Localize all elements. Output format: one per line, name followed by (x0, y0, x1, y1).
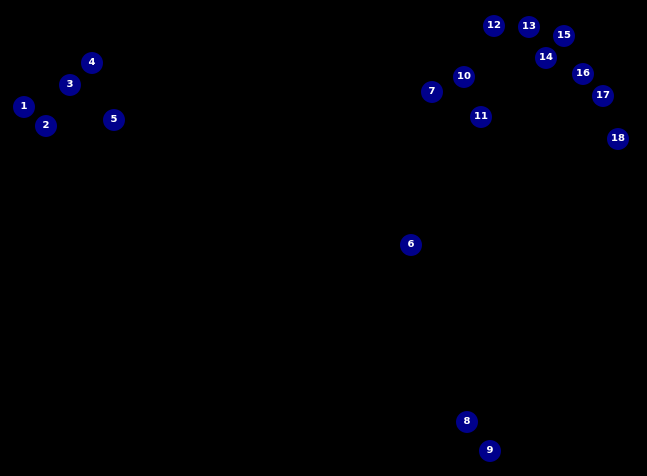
graph-node-9[interactable]: 9 (479, 440, 501, 462)
graph-node-18[interactable]: 18 (607, 128, 629, 150)
graph-node-12[interactable]: 12 (483, 15, 505, 37)
graph-node-15[interactable]: 15 (553, 25, 575, 47)
graph-node-1[interactable]: 1 (13, 96, 35, 118)
graph-node-6[interactable]: 6 (400, 234, 422, 256)
graph-node-16[interactable]: 16 (572, 63, 594, 85)
graph-node-4[interactable]: 4 (81, 52, 103, 74)
graph-node-5[interactable]: 5 (103, 109, 125, 131)
graph-node-10[interactable]: 10 (453, 66, 475, 88)
graph-node-2[interactable]: 2 (35, 115, 57, 137)
graph-node-14[interactable]: 14 (535, 47, 557, 69)
graph-node-13[interactable]: 13 (518, 16, 540, 38)
graph-node-3[interactable]: 3 (59, 74, 81, 96)
graph-node-17[interactable]: 17 (592, 85, 614, 107)
graph-node-8[interactable]: 8 (456, 411, 478, 433)
graph-node-11[interactable]: 11 (470, 106, 492, 128)
graph-node-7[interactable]: 7 (421, 81, 443, 103)
